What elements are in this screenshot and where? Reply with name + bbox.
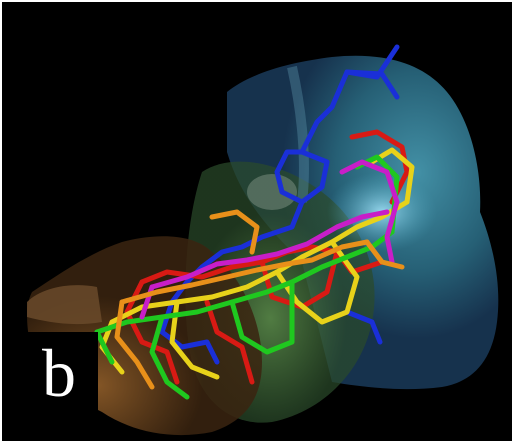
panel-label: b — [20, 332, 98, 414]
blue-ligand-tail — [159, 299, 220, 365]
surface-ridge — [287, 65, 309, 203]
yellow-ligand-top — [369, 147, 415, 205]
green-ligand-tail — [149, 314, 190, 400]
magenta-ligand-ring — [339, 159, 400, 265]
blue-ligand-chain — [169, 44, 400, 305]
ligand-sticks — [94, 44, 415, 400]
orange-ligand-tail — [114, 299, 155, 390]
green-ligand-chain — [94, 229, 395, 335]
green-ligand-ring — [229, 279, 295, 355]
red-ligand-top — [349, 129, 410, 205]
blue-ligand-ring — [299, 149, 330, 205]
red-ligand-left — [204, 299, 255, 385]
orange-ligand-chain — [119, 239, 370, 305]
orange-ligand-right — [364, 239, 405, 270]
red-ligand-tail — [124, 279, 180, 385]
orange-ligand-ring — [209, 209, 260, 255]
surface-left-lip — [27, 285, 102, 325]
green-ligand-left — [94, 329, 115, 365]
blue-ligand-right — [344, 309, 383, 345]
surface-highlight-small — [247, 174, 297, 210]
yellow-ligand-tail — [169, 299, 220, 380]
blue-ligand-branch — [344, 69, 400, 100]
magenta-ligand-chain — [149, 209, 390, 290]
